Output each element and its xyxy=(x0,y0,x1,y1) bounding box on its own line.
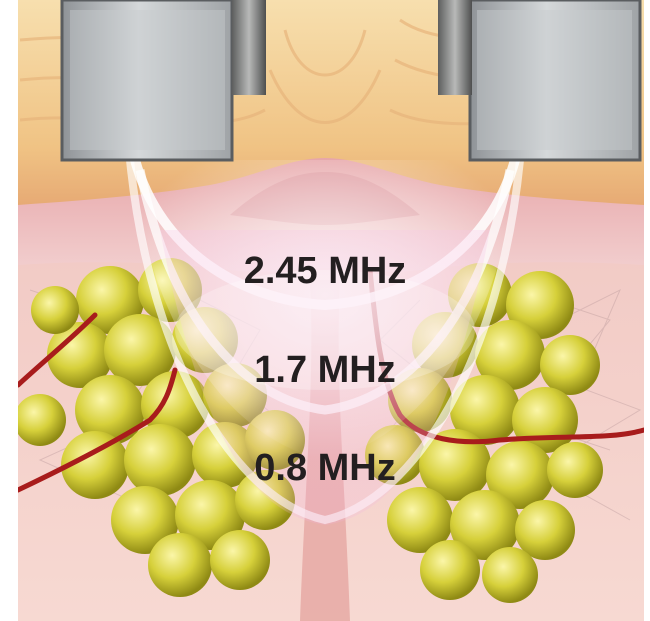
frequency-label-0-8: 0.8 MHz xyxy=(0,447,650,490)
frequency-label-2-45: 2.45 MHz xyxy=(0,250,650,293)
frequency-label-1-7: 1.7 MHz xyxy=(0,349,650,392)
frame-right xyxy=(644,0,650,621)
frame-left xyxy=(0,0,18,621)
